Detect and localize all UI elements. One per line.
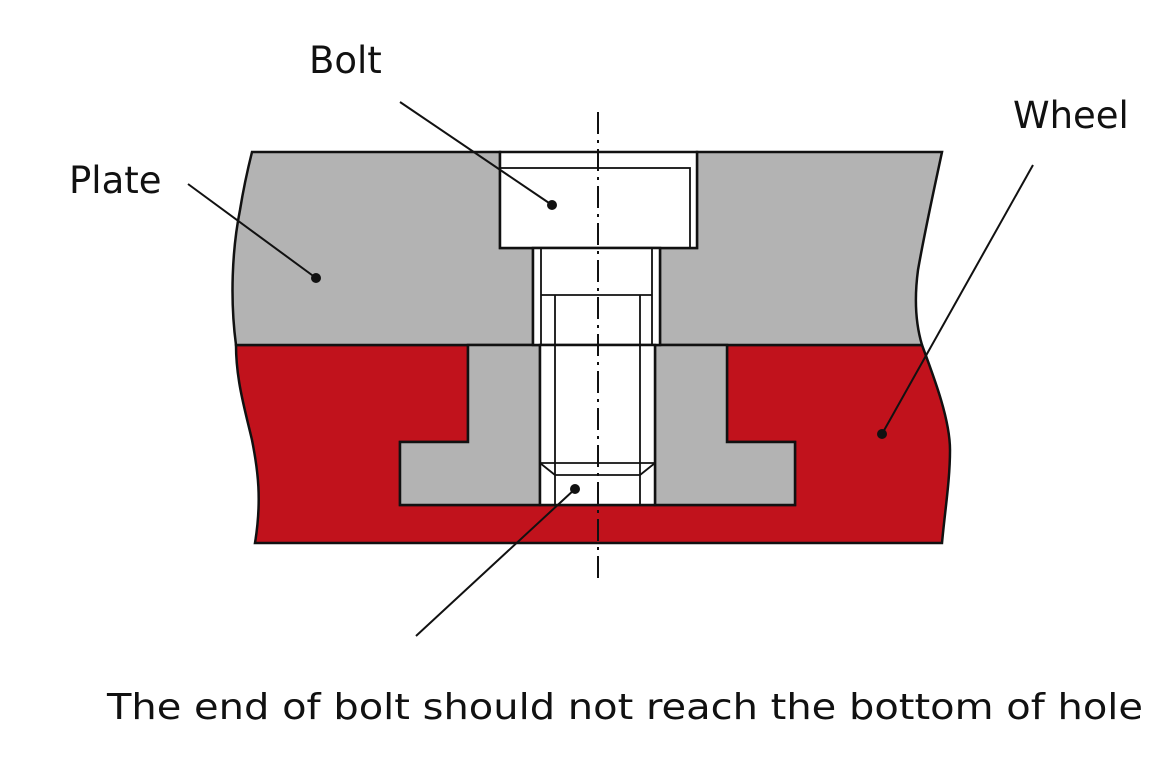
- plate-upper: [231, 150, 535, 347]
- plate-leader: [187, 183, 317, 279]
- plate-leader-dot: [311, 273, 321, 283]
- chamfer-left: [539, 462, 556, 476]
- chamfer-right: [639, 462, 656, 476]
- bolt-shank: [531, 246, 662, 347]
- bolt-end-leader-dot: [570, 484, 580, 494]
- plate-upper-right: [658, 150, 944, 347]
- wheel-label: Wheel: [1013, 94, 1129, 137]
- bolt-end-leader: [415, 488, 576, 637]
- wheel-leader-dot: [877, 429, 887, 439]
- bolt-label: Bolt: [309, 39, 382, 82]
- bolt-leader: [399, 101, 553, 206]
- wheel-leader: [881, 164, 1034, 435]
- caption: The end of bolt should not reach the bot…: [106, 687, 1143, 728]
- bolt-leader-dot: [547, 200, 557, 210]
- plate-label: Plate: [69, 159, 162, 202]
